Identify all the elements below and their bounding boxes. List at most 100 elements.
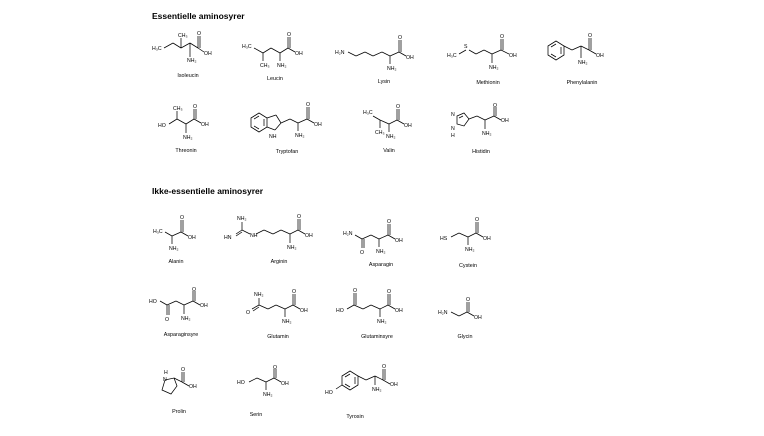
- svg-text:NH₂: NH₂: [237, 216, 247, 222]
- svg-text:CH₃: CH₃: [178, 33, 188, 39]
- svg-text:NH₂: NH₂: [169, 246, 179, 252]
- structure-asparaginsyre: HO O O OH NH₂: [148, 287, 223, 333]
- structure-leucin: H₃C CH₃ O OH NH₂: [240, 32, 310, 72]
- svg-text:O: O: [475, 217, 479, 223]
- svg-text:OH: OH: [189, 384, 197, 390]
- svg-text:NH₂: NH₂: [386, 134, 396, 140]
- svg-text:H: H: [451, 133, 455, 139]
- svg-text:NH₂: NH₂: [482, 131, 492, 137]
- structure-tryptofan: NH O OH NH₂: [245, 100, 340, 145]
- structure-methionin: S H₃C O OH NH₂: [446, 34, 531, 74]
- svg-text:H₂N: H₂N: [343, 231, 353, 237]
- svg-text:NH₂: NH₂: [183, 135, 193, 141]
- svg-text:NH₂: NH₂: [465, 247, 475, 253]
- nonessential-heading: Ikke-essentielle aminosyrer: [152, 186, 264, 196]
- svg-text:NH₂: NH₂: [387, 66, 397, 72]
- svg-text:O: O: [287, 32, 291, 38]
- svg-text:OH: OH: [201, 122, 209, 128]
- svg-text:OH: OH: [314, 122, 322, 128]
- label-glutamin: Glutamin: [267, 334, 289, 340]
- svg-text:O: O: [493, 103, 497, 109]
- label-glycin: Glycin: [457, 334, 473, 340]
- label-threonin: Threonin: [175, 148, 197, 154]
- svg-text:O: O: [297, 214, 301, 220]
- svg-text:O: O: [181, 367, 185, 373]
- label-asparagin: Asparagin: [368, 262, 394, 268]
- svg-text:O: O: [165, 317, 169, 323]
- svg-text:O: O: [387, 219, 391, 225]
- svg-text:NH: NH: [269, 134, 277, 140]
- svg-text:OH: OH: [509, 53, 517, 59]
- svg-text:NH₂: NH₂: [263, 392, 273, 398]
- svg-text:OH: OH: [305, 233, 313, 239]
- label-leucin: Leucin: [267, 76, 283, 82]
- svg-text:O: O: [398, 35, 402, 41]
- structure-arginin: NH₂ HN NH O OH NH₂: [222, 212, 322, 257]
- label-phenylalanin: Phenylalanin: [566, 80, 598, 86]
- structure-threonin: CH₃ HO O OH NH₂: [155, 104, 225, 144]
- svg-text:NH₂: NH₂: [277, 63, 287, 69]
- svg-text:S: S: [464, 44, 468, 50]
- svg-text:CH₃: CH₃: [173, 106, 183, 112]
- svg-text:HN: HN: [224, 235, 232, 241]
- svg-text:NH₂: NH₂: [377, 319, 387, 325]
- svg-text:NH₂: NH₂: [376, 249, 386, 255]
- svg-text:NH₂: NH₂: [295, 133, 305, 139]
- label-methionin: Methionin: [476, 80, 500, 86]
- svg-text:CH₃: CH₃: [375, 130, 385, 136]
- svg-text:N: N: [163, 377, 167, 383]
- svg-text:NH₂: NH₂: [282, 319, 292, 325]
- svg-text:NH₂: NH₂: [372, 387, 382, 393]
- svg-text:O: O: [396, 104, 400, 110]
- svg-text:H: H: [164, 370, 168, 376]
- svg-text:NH: NH: [250, 233, 258, 239]
- label-histidin: Histidin: [472, 149, 490, 155]
- essential-heading: Essentielle aminosyrer: [152, 11, 245, 21]
- label-arginin: Arginin: [270, 259, 288, 265]
- svg-text:H₃C: H₃C: [153, 229, 163, 235]
- structure-glycin: H₂N O OH: [436, 296, 496, 331]
- label-alanin: Alanin: [168, 259, 184, 265]
- svg-text:O: O: [292, 289, 296, 295]
- label-glutaminsyre: Glutaminsyre: [361, 334, 393, 340]
- svg-text:O: O: [193, 104, 197, 110]
- label-serin: Serin: [249, 412, 263, 418]
- svg-text:H₃C: H₃C: [447, 53, 457, 59]
- structure-glutaminsyre: HO O O OH NH₂: [335, 288, 420, 333]
- svg-text:O: O: [192, 287, 196, 293]
- svg-text:OH: OH: [300, 308, 308, 314]
- structure-cystein: HS O OH NH₂: [437, 216, 507, 261]
- label-valin: Valin: [383, 148, 395, 154]
- structure-lysin: H₂N O OH NH₂: [335, 34, 425, 74]
- label-prolin: Prolin: [172, 409, 186, 415]
- svg-text:OH: OH: [406, 55, 414, 61]
- label-asparaginsyre: Asparaginsyre: [163, 332, 199, 338]
- structure-phenylalanin: O OH NH₂: [540, 32, 620, 72]
- svg-text:OH: OH: [281, 381, 289, 387]
- svg-text:OH: OH: [404, 123, 412, 129]
- structure-alanin: H₃C O OH NH₂: [150, 212, 210, 252]
- svg-text:OH: OH: [390, 382, 398, 388]
- svg-text:O: O: [360, 250, 364, 256]
- svg-text:O: O: [382, 364, 386, 370]
- svg-text:HO: HO: [325, 390, 333, 396]
- svg-text:OH: OH: [474, 315, 482, 321]
- svg-text:O: O: [466, 297, 470, 303]
- svg-text:NH₂: NH₂: [187, 58, 197, 64]
- svg-text:HO: HO: [158, 123, 166, 129]
- svg-text:O: O: [353, 288, 357, 294]
- svg-text:NH₂: NH₂: [287, 245, 297, 251]
- structure-tyrosin: HO O OH NH₂: [325, 362, 415, 407]
- svg-text:O: O: [273, 365, 277, 371]
- svg-text:O: O: [306, 102, 310, 108]
- svg-text:H₂N: H₂N: [438, 310, 448, 316]
- svg-text:OH: OH: [204, 51, 212, 57]
- svg-text:OH: OH: [188, 235, 196, 241]
- structure-asparagin: H₂N O O OH NH₂: [340, 218, 420, 263]
- svg-text:H₃C: H₃C: [152, 46, 162, 52]
- label-cystein: Cystein: [459, 263, 477, 269]
- svg-text:NH₂: NH₂: [181, 316, 191, 322]
- svg-text:OH: OH: [395, 238, 403, 244]
- svg-text:HO: HO: [336, 308, 344, 314]
- svg-text:O: O: [588, 33, 592, 39]
